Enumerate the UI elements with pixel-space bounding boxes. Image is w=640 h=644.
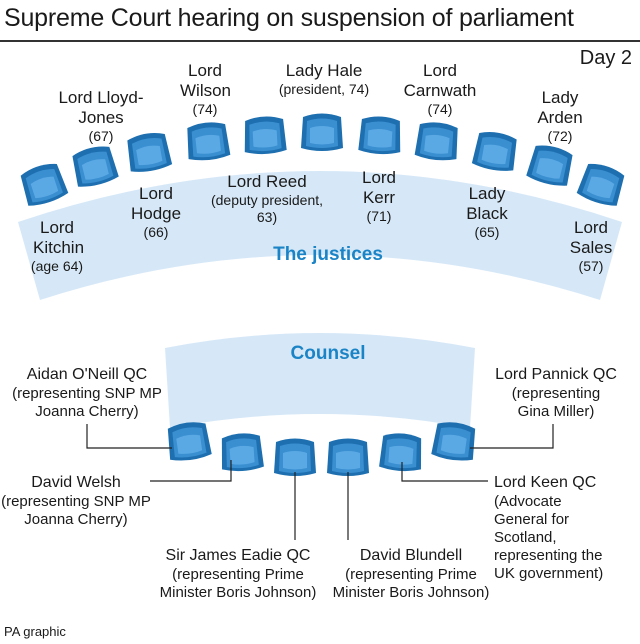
justice-name: Lady Black [466,184,508,223]
counsel-detail: (representing Gina Miller) [511,385,601,420]
counsel-detail: (Advocate General for Scotland, represen… [494,493,604,582]
counsel-seat [430,419,478,463]
counsel-detail: (representing SNP MP Joanna Cherry) [1,493,151,528]
justice-name: Lady Hale [285,61,363,80]
counsel-name: David Welsh [31,474,121,491]
justice-detail: (age 64) [30,258,84,274]
leader-line [470,424,554,449]
counsel-seat [219,432,265,473]
justice-detail: (74) [427,101,453,117]
counsel-seat [378,432,424,473]
justice-label: Lord Sales (57) [567,218,615,275]
justice-seat [242,115,287,156]
counsel-detail: (representing SNP MP Joanna Cherry) [12,385,162,420]
justice-label: Lord Kitchin (age 64) [30,218,85,275]
counsel-seat [327,438,369,476]
counsel-bench [165,333,475,428]
counsel-label: Lord Keen QC (Advocate General for Scotl… [494,473,612,583]
justice-detail: (president, 74) [278,81,370,97]
counsel-label: David Blundell (representing Prime Minis… [331,546,491,602]
justice-seat [69,143,120,190]
justice-label: Lord Wilson (74) [180,61,232,118]
justice-detail: (74) [192,101,218,117]
day-label: Day 2 [579,47,632,69]
counsel-detail: (representing Prime Minister Boris Johns… [332,566,490,601]
justice-name: Lord Kerr [361,168,397,207]
justice-label: Lord Reed (deputy president, 63) [203,172,331,226]
justice-label: Lady Hale (president, 74) [279,61,369,98]
counsel-detail: (representing Prime Minister Boris Johns… [159,566,317,601]
justice-name: Lady Arden [537,88,583,127]
justices-heading: The justices [273,244,383,265]
leader-line [150,460,232,482]
justice-detail: (71) [366,208,392,224]
justice-detail: (72) [547,128,573,144]
justice-name: Lord Kitchin [33,218,85,257]
justice-label: Lord Hodge (66) [131,184,181,241]
counsel-name: Sir James Eadie QC [165,547,311,564]
justices-bench [18,171,622,300]
counsel-label: Sir James Eadie QC (representing Prime M… [158,546,318,602]
justice-name: Lord Wilson [180,61,232,100]
counsel-name: Aidan O'Neill QC [26,366,148,383]
justice-label: Lady Black (65) [463,184,511,241]
justice-name: Lord Lloyd-Jones [58,88,144,127]
justice-name: Lord Reed [227,172,307,191]
counsel-label: David Welsh (representing SNP MP Joanna … [1,473,151,529]
counsel-name: Lord Keen QC [494,474,597,491]
justice-detail: (67) [88,128,114,144]
justice-label: Lady Arden (72) [536,88,584,145]
justice-detail: (66) [143,224,169,240]
justice-seat [17,160,70,209]
justice-seat [358,115,403,156]
counsel-name: Lord Pannick QC [495,366,617,383]
justice-label: Lord Lloyd-Jones (67) [55,88,147,145]
counsel-label: Lord Pannick QC (representing Gina Mille… [495,365,617,421]
counsel-seat [274,438,316,476]
leader-line [86,424,172,449]
justice-name: Lord Carnwath [403,61,477,100]
justice-label: Lord Kerr (71) [359,168,399,225]
justice-name: Lord Sales [569,218,613,257]
leader-line [401,462,488,482]
counsel-heading: Counsel [290,343,366,364]
title-divider [0,40,640,42]
justice-seat [471,129,520,174]
page-title: Supreme Court hearing on suspension of p… [4,4,574,32]
justice-detail: (65) [474,224,500,240]
justice-label: Lord Carnwath (74) [400,61,480,118]
justice-name: Lord Hodge [131,184,182,223]
justice-seat [525,142,576,189]
credit-label: PA graphic [4,624,66,639]
justice-seat [414,120,461,163]
counsel-label: Aidan O'Neill QC (representing SNP MP Jo… [12,365,162,421]
justice-seat [184,120,231,163]
counsel-name: David Blundell [359,547,463,564]
justice-seat [575,160,628,209]
justice-detail: (57) [578,258,604,274]
justice-seat [301,113,343,151]
justice-detail: (deputy president, 63) [210,192,324,225]
